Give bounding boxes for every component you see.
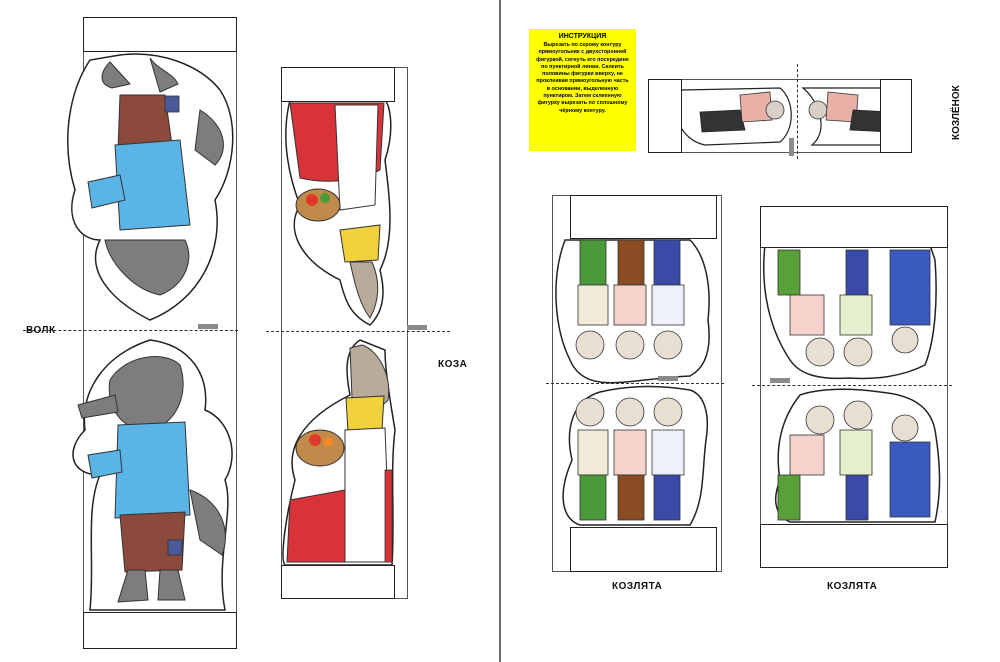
mother-goat-figure <box>285 99 392 326</box>
instruction-box: ИНСТРУКЦИЯ Вырезать по серому контуру пр… <box>529 29 636 151</box>
goat-base-strip-top <box>281 67 395 102</box>
kid-goat-figure <box>675 87 902 146</box>
wolf-fold-line <box>23 330 238 331</box>
wolf-figure <box>67 53 234 321</box>
wolf-base-strip-top <box>83 17 237 52</box>
wolf-label: ВОЛК <box>26 325 56 336</box>
goat-cut-frame <box>281 67 408 599</box>
kid-label: КОЗЛЁНОК <box>951 85 962 140</box>
goat-base-strip-bottom <box>281 565 395 599</box>
kids-left-base-strip-bottom <box>570 527 717 572</box>
kids-right-cut-frame <box>760 206 948 568</box>
instruction-text: Вырезать по серому контуру прямоугольник… <box>536 42 629 114</box>
kids-right-fold-line <box>752 385 952 386</box>
page-spine <box>499 0 501 662</box>
kid-fold-line <box>797 64 798 159</box>
kids-right-base-strip-bottom <box>760 524 948 568</box>
goat-glue-mark <box>407 325 427 330</box>
kids-right-label: КОЗЛЯТА <box>827 581 878 592</box>
kid-glue-mark <box>789 138 794 156</box>
kids-right-glue-mark <box>770 378 790 383</box>
mother-goat-figure <box>282 339 396 566</box>
instruction-title: ИНСТРУКЦИЯ <box>558 33 607 40</box>
kid-cut-frame <box>648 79 912 153</box>
goat-fold-line <box>266 331 450 332</box>
goat-kids-group-figure <box>762 244 941 523</box>
wolf-glue-mark <box>198 324 218 329</box>
kids-right-base-strip-top <box>760 206 948 248</box>
kids-left-fold-line <box>546 383 724 384</box>
kids-left-label: КОЗЛЯТА <box>612 581 663 592</box>
kids-left-glue-mark <box>658 376 678 381</box>
kid-base-strip-right <box>880 79 912 153</box>
goat-kids-group-figure <box>555 239 710 526</box>
goat-label: КОЗА <box>438 359 468 370</box>
wolf-base-strip-bottom <box>83 612 237 649</box>
kids-left-base-strip-top <box>570 195 717 239</box>
wolf-figure <box>72 339 233 611</box>
kid-base-strip-left <box>648 79 682 153</box>
